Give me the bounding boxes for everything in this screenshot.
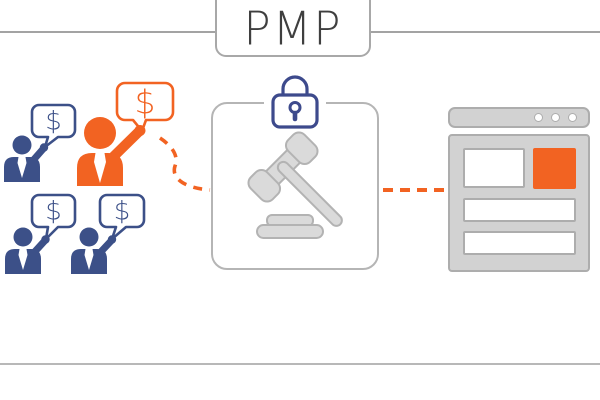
bottom-divider-line [0, 363, 600, 365]
window-dot-icon [568, 113, 577, 122]
bidder-hand [107, 235, 117, 244]
bidder-orange-winner: $ [77, 81, 175, 186]
gavel-icon [247, 131, 343, 239]
dollar-sign: $ [135, 83, 156, 122]
lock-icon [264, 75, 326, 129]
bidder-hand [41, 235, 50, 244]
speech-bubble-icon [98, 193, 146, 241]
bidder-blue-1: $ [4, 103, 77, 182]
lock-shackle [281, 75, 309, 96]
bidder-tie [84, 249, 94, 270]
bidder-blue-2: $ [5, 193, 77, 274]
dollar-sign: $ [114, 197, 131, 227]
gavel-handle [276, 160, 343, 227]
bidder-head [79, 227, 99, 247]
bidder-head [12, 135, 32, 155]
speech-bubble-icon [115, 81, 175, 133]
content-box [463, 148, 525, 188]
bid-connector-curve [158, 136, 211, 192]
auction-to-page-connector [383, 188, 447, 192]
publisher-page-window [448, 134, 590, 272]
window-dot-icon [551, 113, 560, 122]
bidder-tie [17, 157, 27, 178]
bidder-hand [134, 125, 146, 136]
bidder-blue-3: $ [71, 193, 146, 274]
bidder-tie [94, 153, 106, 183]
bidder-head [84, 117, 116, 149]
bidder-head [13, 227, 33, 247]
speech-bubble-icon [30, 103, 77, 149]
window-titlebar [448, 107, 590, 128]
gavel-head-cap-bottom [247, 168, 282, 203]
bidder-hand [39, 143, 49, 152]
pmp-title: PMP [243, 1, 343, 56]
bidder-tie [18, 249, 28, 270]
pmp-title-box: PMP [215, 0, 371, 57]
gavel-sound-block-base [256, 224, 324, 239]
dollar-sign: $ [45, 107, 62, 137]
dollar-sign: $ [45, 197, 62, 227]
speech-bubble-icon [30, 193, 77, 241]
content-bar-2 [463, 231, 576, 255]
bidders-group: $ $ $ $ [4, 81, 211, 274]
window-dot-icon [534, 113, 543, 122]
gavel-head-cap-top [284, 131, 319, 166]
ad-slot-highlighted [533, 148, 576, 189]
content-bar-1 [463, 198, 576, 222]
